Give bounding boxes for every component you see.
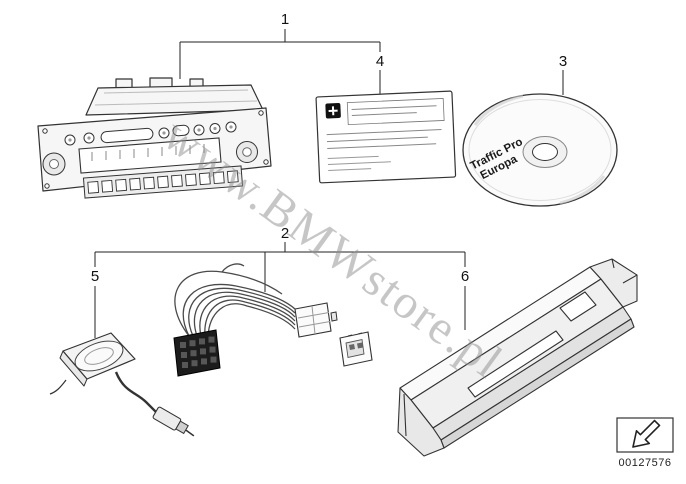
wiring-harness bbox=[173, 263, 338, 377]
code-card bbox=[315, 90, 457, 184]
volume-knob bbox=[42, 152, 66, 176]
trim-frame bbox=[397, 258, 638, 457]
callout-1: 1 bbox=[179, 11, 381, 79]
radio-rear-connector bbox=[115, 78, 133, 89]
cd-hole bbox=[532, 143, 558, 161]
callout-2-label: 2 bbox=[281, 225, 289, 242]
radio-head-unit bbox=[37, 77, 272, 199]
tuner-knob bbox=[236, 141, 258, 163]
callout-2-leader bbox=[94, 242, 466, 292]
card-frame bbox=[346, 98, 445, 126]
callout-5: 5 bbox=[91, 268, 99, 338]
callout-1-leader bbox=[179, 29, 381, 79]
antenna-plug bbox=[152, 406, 195, 437]
trim-left-cap bbox=[397, 387, 445, 457]
callout-2: 2 bbox=[94, 225, 466, 292]
plus-icon bbox=[328, 106, 338, 116]
callout-5-label: 5 bbox=[91, 268, 99, 285]
radio-chassis-lines bbox=[94, 89, 258, 106]
radio-display bbox=[78, 137, 222, 174]
callout-4: 4 bbox=[376, 53, 384, 94]
footer-reference: 00127576 bbox=[616, 417, 674, 469]
callout-4-label: 4 bbox=[376, 53, 384, 70]
callout-1-label: 1 bbox=[281, 11, 289, 28]
gps-antenna bbox=[49, 332, 195, 437]
radio-bottom-buttons bbox=[82, 165, 244, 199]
callout-6: 6 bbox=[461, 268, 469, 330]
cd-disc: Traffic Pro Europa bbox=[462, 93, 618, 207]
radio-top-buttons bbox=[64, 121, 237, 146]
callout-3-label: 3 bbox=[559, 53, 567, 70]
trim-window-opening bbox=[559, 291, 597, 322]
part-number: 00127576 bbox=[619, 457, 672, 469]
callout-3: 3 bbox=[559, 53, 567, 95]
screw-icon bbox=[263, 159, 269, 165]
antenna-cable bbox=[114, 371, 159, 415]
callout-6-label: 6 bbox=[461, 268, 469, 285]
screw-icon bbox=[258, 110, 264, 116]
screw-icon bbox=[42, 128, 48, 134]
card-text-lines bbox=[326, 129, 442, 150]
trim-slot-opening bbox=[467, 330, 564, 398]
harness-white-connector bbox=[294, 302, 338, 338]
card-text-lines bbox=[327, 155, 391, 172]
down-left-arrow-icon bbox=[632, 419, 661, 448]
card-text-lines bbox=[351, 105, 437, 116]
harness-black-connector bbox=[173, 329, 221, 377]
adapter-connector bbox=[339, 331, 373, 367]
screw-icon bbox=[44, 183, 50, 189]
